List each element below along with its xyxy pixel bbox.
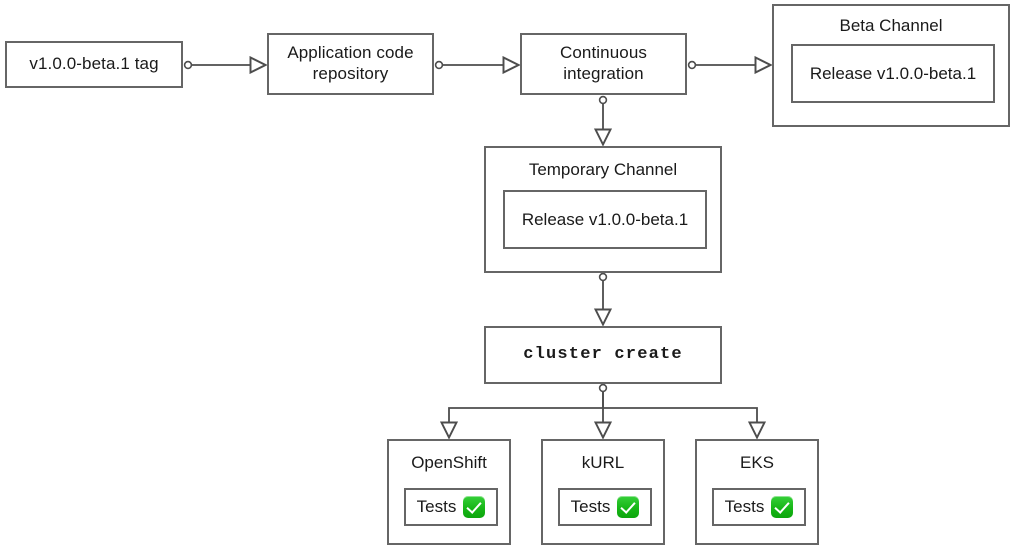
temporary-channel-title: Temporary Channel <box>528 160 678 179</box>
eks-tests-label: Tests <box>724 497 765 516</box>
beta-channel-group[interactable]: Beta Channel Release v1.0.0-beta.1 <box>772 4 1010 127</box>
application-code-repository-node[interactable]: Application code repository <box>267 33 434 95</box>
edge-ci-to-beta-channel <box>687 62 769 69</box>
edge-repository-to-ci <box>434 62 517 69</box>
edge-cluster-create-to-eks <box>603 407 757 436</box>
continuous-integration-node[interactable]: Continuous integration <box>520 33 687 95</box>
beta-channel-release-node[interactable]: Release v1.0.0-beta.1 <box>791 44 995 103</box>
openshift-tests-node[interactable]: Tests <box>404 488 498 526</box>
kurl-title: kURL <box>581 453 625 472</box>
openshift-group[interactable]: OpenShift Tests <box>387 439 511 545</box>
repo-label-line1: Application code <box>287 43 414 63</box>
check-mark-button-icon <box>617 496 640 518</box>
temporary-channel-group[interactable]: Temporary Channel Release v1.0.0-beta.1 <box>484 146 722 273</box>
check-mark-button-icon <box>463 496 486 518</box>
application-code-repository-label: Application code repository <box>287 43 413 84</box>
eks-title: EKS <box>739 453 775 472</box>
edge-cluster-create-to-openshift <box>449 383 608 436</box>
continuous-integration-label: Continuous integration <box>560 43 647 84</box>
eks-group[interactable]: EKS Tests <box>695 439 819 545</box>
eks-tests-node[interactable]: Tests <box>712 488 806 526</box>
repo-label-line2: repository <box>312 64 389 83</box>
edge-temporary-channel-to-cluster-create <box>600 272 607 323</box>
version-tag-node[interactable]: v1.0.0-beta.1 tag <box>5 41 183 88</box>
kurl-group[interactable]: kURL Tests <box>541 439 665 545</box>
check-mark-button-icon <box>771 496 794 518</box>
beta-channel-release-label: Release v1.0.0-beta.1 <box>809 63 977 83</box>
kurl-tests-label: Tests <box>570 497 611 516</box>
beta-channel-title: Beta Channel <box>839 16 943 35</box>
kurl-tests-node[interactable]: Tests <box>558 488 652 526</box>
edge-tag-to-repository <box>183 62 264 69</box>
ci-label-line2: integration <box>563 64 644 83</box>
cluster-create-command-label: cluster create <box>523 344 683 364</box>
cluster-create-command-node[interactable]: cluster create <box>484 326 722 384</box>
ci-label-line1: Continuous <box>559 43 647 63</box>
openshift-title: OpenShift <box>411 453 487 472</box>
temporary-channel-release-label: Release v1.0.0-beta.1 <box>521 209 689 229</box>
version-tag-label: v1.0.0-beta.1 tag <box>29 54 159 74</box>
temporary-channel-release-node[interactable]: Release v1.0.0-beta.1 <box>503 190 707 249</box>
openshift-tests-label: Tests <box>416 497 457 516</box>
edge-ci-to-temporary-channel <box>600 95 607 143</box>
